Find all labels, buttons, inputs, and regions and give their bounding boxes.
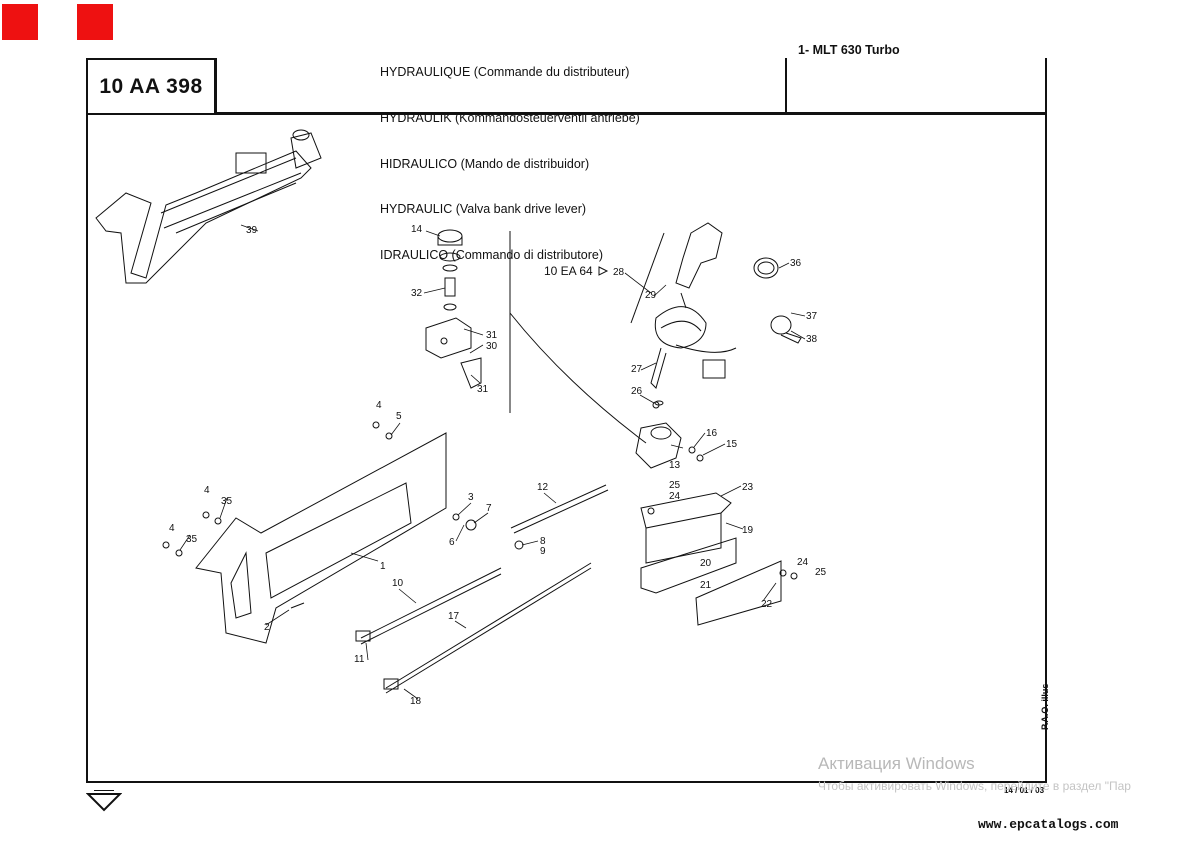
callout-18: 18 xyxy=(410,696,422,707)
callout-36: 36 xyxy=(790,258,802,269)
callout-7: 7 xyxy=(486,503,492,514)
pao-stamp: P.A.O. illus xyxy=(1040,683,1050,730)
part-17-rod xyxy=(385,562,592,689)
callout-4b: 4 xyxy=(204,485,210,496)
divider-line-2 xyxy=(630,232,665,324)
callout-19: 19 xyxy=(742,525,754,536)
plate-date: 14 / 01 / 03 xyxy=(1004,786,1045,795)
diagram-frame xyxy=(86,113,1047,783)
part-5-washer xyxy=(385,432,393,440)
callout-14: 14 xyxy=(411,224,423,235)
red-marker-left xyxy=(2,4,38,40)
part-4-bolt-c xyxy=(162,541,170,549)
callout-21: 21 xyxy=(700,580,712,591)
part-7-pin xyxy=(465,519,477,531)
title-it: IDRAULICO (Commando di distributore) xyxy=(380,247,603,262)
callout-24b: 24 xyxy=(797,557,809,568)
reference-arrow-icon xyxy=(598,266,609,276)
callout-2: 2 xyxy=(264,622,270,633)
callout-26: 26 xyxy=(631,386,643,397)
part-10-rod xyxy=(360,567,502,639)
part-2-pin xyxy=(290,602,305,609)
callout-6: 6 xyxy=(449,537,455,548)
callout-31b: 31 xyxy=(477,384,489,395)
header-divider-3 xyxy=(1045,58,1047,114)
red-marker-right xyxy=(77,4,113,40)
guide-curve xyxy=(509,312,647,444)
callout-12: 12 xyxy=(537,482,549,493)
model-name: 1- MLT 630 Turbo xyxy=(798,43,900,57)
callout-15: 15 xyxy=(726,439,738,450)
callout-9: 9 xyxy=(540,546,546,557)
reference-label: 10 EA 64 xyxy=(544,264,593,278)
callout-4c: 4 xyxy=(169,523,175,534)
callout-17: 17 xyxy=(448,611,460,622)
callout-31a: 31 xyxy=(486,330,498,341)
part-9-nut xyxy=(514,540,524,550)
part-18-clevis xyxy=(383,678,399,690)
callout-24a: 24 xyxy=(669,491,681,502)
callout-4a: 4 xyxy=(376,400,382,411)
callout-5: 5 xyxy=(396,411,402,422)
header-divider-2 xyxy=(785,58,787,114)
part-38-clamp xyxy=(770,315,802,344)
windows-activation-title: Активация Windows xyxy=(818,754,975,773)
callout-22: 22 xyxy=(761,599,773,610)
next-page-arrow-icon[interactable] xyxy=(86,790,122,812)
title-block: HYDRAULIQUE (Commande du distributeur) H… xyxy=(380,35,640,278)
part-4-bolt-b xyxy=(202,511,210,519)
part-1-plate xyxy=(195,432,447,644)
callout-38: 38 xyxy=(806,334,818,345)
part-26-nut xyxy=(652,401,660,409)
part-16-washer xyxy=(688,446,696,454)
part-35-washer xyxy=(214,517,222,525)
part-39-arm xyxy=(95,129,322,284)
title-en: HYDRAULIC (Valva bank drive lever) xyxy=(380,202,587,217)
part-24-washer xyxy=(647,507,655,515)
part-12-rod xyxy=(510,484,607,529)
callout-39: 39 xyxy=(246,225,258,236)
callout-13: 13 xyxy=(669,460,681,471)
callout-10: 10 xyxy=(392,578,404,589)
part-19-bracket xyxy=(640,492,782,626)
callout-32: 32 xyxy=(411,288,423,299)
callout-28: 28 xyxy=(613,267,625,278)
title-es: HIDRAULICO (Mando de distribuidor) xyxy=(380,156,590,171)
callout-1: 1 xyxy=(380,561,386,572)
title-fr: HYDRAULIQUE (Commande du distributeur) xyxy=(380,65,630,80)
callout-27: 27 xyxy=(631,364,643,375)
part-15-bolt xyxy=(696,454,704,462)
part-3-bushing xyxy=(452,513,460,521)
part-14-valve-stack xyxy=(425,229,482,389)
part-25-bolt xyxy=(790,572,798,580)
callout-23: 23 xyxy=(742,482,754,493)
callout-8: 8 xyxy=(540,536,546,547)
callout-35a: 35 xyxy=(221,496,233,507)
callout-29: 29 xyxy=(645,290,657,301)
callout-25a: 25 xyxy=(669,480,681,491)
callout-30: 30 xyxy=(486,341,498,352)
part-36-clamp xyxy=(753,257,779,279)
windows-activation-subtitle: Чтобы активировать Windows, перейдите в … xyxy=(818,779,1131,793)
header-divider-1 xyxy=(215,58,217,114)
callouts: 1 2 3 4 4 4 5 6 7 8 9 10 11 12 13 14 15 … xyxy=(169,224,827,707)
callout-16: 16 xyxy=(706,428,718,439)
part-4-bolt xyxy=(372,421,380,429)
callout-37: 37 xyxy=(806,311,818,322)
part-11-clevis xyxy=(355,630,371,642)
reference-code: 10 AA 398 xyxy=(86,58,216,114)
part-35-washer-b xyxy=(175,549,183,557)
callout-25b: 25 xyxy=(815,567,827,578)
callout-11: 11 xyxy=(354,654,365,665)
part-24-washer-b xyxy=(779,569,787,577)
callout-3: 3 xyxy=(468,492,474,503)
callout-20: 20 xyxy=(700,558,712,569)
part-joystick xyxy=(635,222,737,469)
callout-35b: 35 xyxy=(186,534,198,545)
exploded-parts-diagram: 1 2 3 4 4 4 5 6 7 8 9 10 11 12 13 14 15 … xyxy=(95,129,827,707)
leader-lines xyxy=(179,224,806,700)
site-watermark: www.epcatalogs.com xyxy=(978,817,1119,832)
